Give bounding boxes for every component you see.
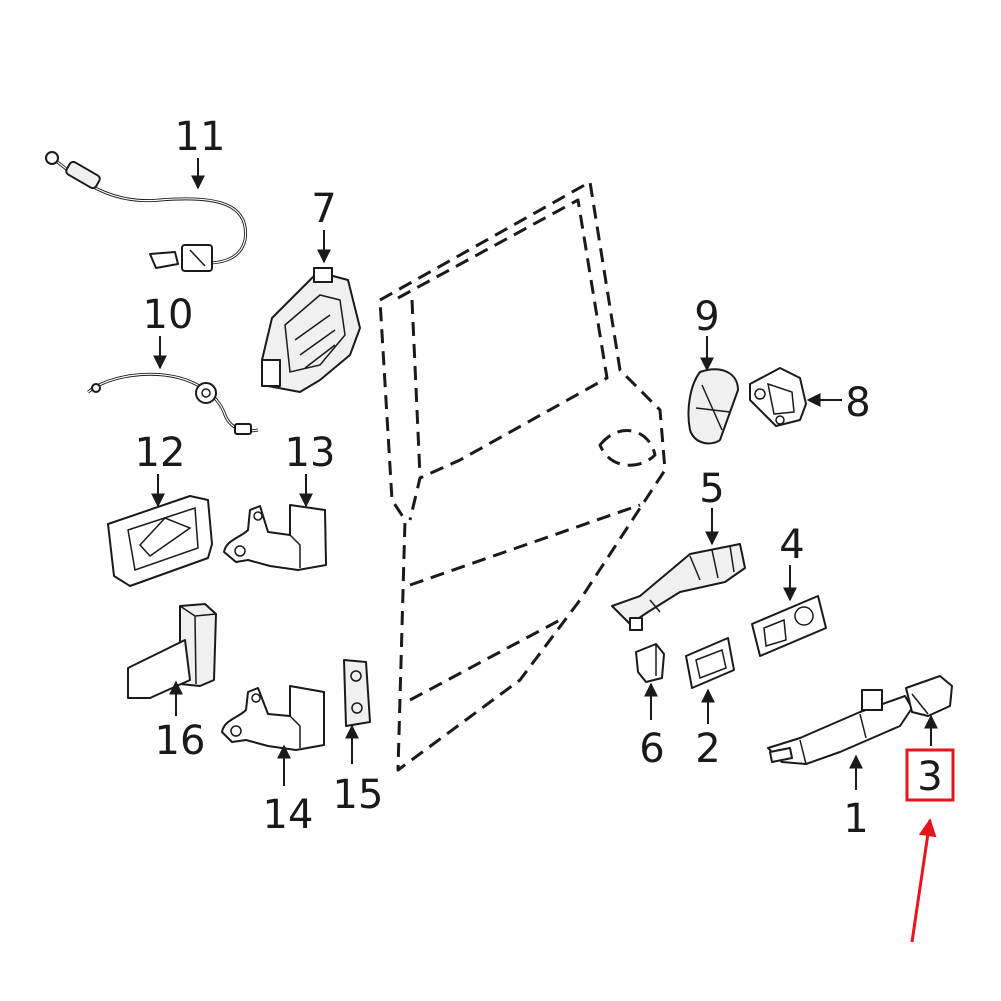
callout-9: 9	[694, 294, 719, 340]
part-9-cover	[687, 368, 739, 445]
part-7-lock-actuator	[261, 267, 361, 393]
part-8-striker	[749, 367, 807, 427]
callout-3-highlight-box	[905, 748, 955, 802]
part-15-plate	[343, 659, 371, 727]
callout-6: 6	[639, 726, 664, 772]
callout-1: 1	[843, 796, 868, 842]
part-6-lock-cylinder	[635, 643, 665, 683]
part-3-end-cap	[905, 675, 953, 717]
callout-5: 5	[699, 466, 724, 512]
part-2-pad	[685, 637, 735, 689]
callout-8: 8	[845, 380, 870, 426]
part-16-door-check	[127, 603, 217, 699]
callout-13: 13	[285, 430, 336, 476]
callout-10: 10	[143, 292, 194, 338]
callout-4: 4	[779, 522, 804, 568]
callout-15: 15	[333, 772, 384, 818]
callout-14: 14	[263, 792, 314, 838]
part-5-handle-frame	[611, 543, 746, 631]
callout-2: 2	[695, 726, 720, 772]
part-1-outside-handle	[767, 689, 913, 765]
leader-lines	[151, 158, 938, 790]
part-11-cable	[45, 151, 248, 272]
callout-16: 16	[155, 718, 206, 764]
part-14-bracket	[221, 685, 325, 751]
callout-7: 7	[311, 186, 336, 232]
callout-labels: 11 10 7 9 8 12 13 5 4 16 14 15 6 2 1 3	[135, 114, 955, 842]
part-10-cable	[87, 372, 259, 435]
callout-11: 11	[175, 114, 226, 160]
part-13-bracket	[223, 504, 327, 571]
callout-12: 12	[135, 430, 186, 476]
callout-3: 3	[917, 754, 942, 800]
door-outline	[378, 180, 667, 772]
highlight-arrow	[910, 818, 937, 943]
part-4-gasket	[751, 595, 827, 657]
part-12-inside-handle	[107, 495, 213, 587]
